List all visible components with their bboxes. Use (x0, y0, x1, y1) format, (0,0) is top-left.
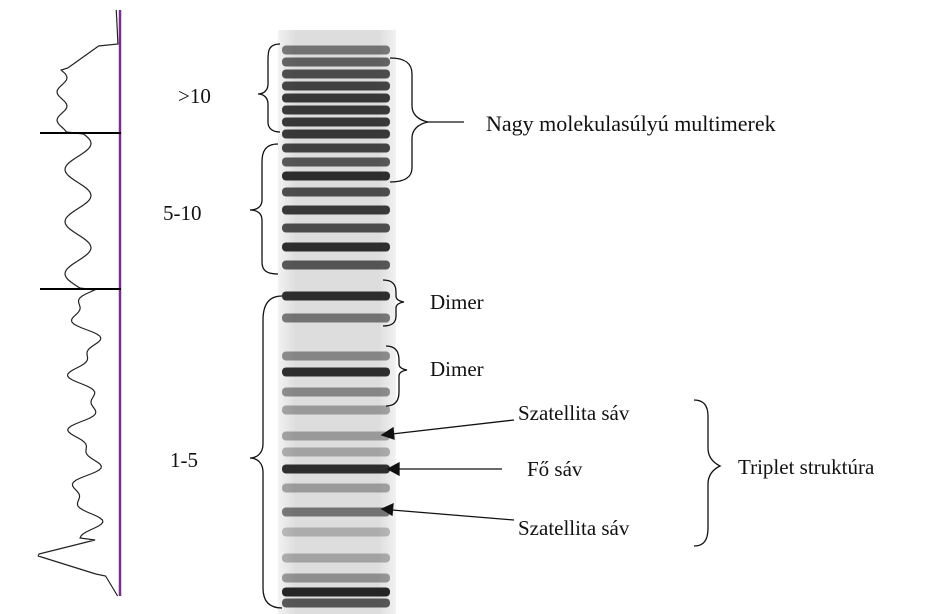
arrows (380, 419, 515, 521)
gel-band (282, 553, 390, 563)
bracket-triplet (693, 399, 722, 547)
label-5to10: 5-10 (163, 201, 202, 225)
gel-band (282, 69, 390, 79)
bracket-dimer-1 (382, 279, 405, 327)
gel-band (282, 587, 390, 597)
gel-band (282, 93, 390, 103)
gel-band (282, 223, 390, 233)
label-main-band: Fő sáv (527, 457, 583, 481)
label-dimer-1: Dimer (430, 290, 484, 314)
bracket-5to10 (249, 143, 279, 275)
label-gt10: >10 (178, 84, 211, 108)
gel-band (282, 45, 390, 55)
gel-band (282, 57, 390, 67)
gel-band (282, 405, 390, 415)
arrow-main-band-head (386, 461, 400, 477)
label-dimer-2: Dimer (430, 357, 484, 381)
gel-lane (278, 30, 396, 614)
arrow-satellite-bottom-head (380, 502, 394, 517)
profile-trace (37, 10, 119, 597)
gel-band (282, 367, 390, 377)
gel-band (282, 573, 390, 583)
gel-band (282, 205, 390, 215)
label-satellite-bottom: Szatellita sáv (518, 516, 630, 540)
label-triplet: Triplet struktúra (738, 455, 875, 479)
gel-band (282, 129, 390, 139)
label-1to5: 1-5 (170, 448, 198, 472)
gel-band (282, 157, 390, 167)
gel-band (282, 117, 390, 127)
gel-band (282, 387, 390, 397)
arrow-satellite-bottom-shaft (391, 509, 515, 521)
gel-band (282, 242, 390, 252)
bracket-dimer-2 (385, 345, 408, 407)
gel-band (282, 105, 390, 115)
gel-band (282, 187, 390, 197)
gel-band (282, 598, 390, 608)
gel-band (282, 507, 390, 517)
gel-band (282, 527, 390, 537)
gel-band (282, 447, 390, 457)
right-brackets (382, 57, 722, 547)
gel-band (282, 464, 390, 474)
gel-band (282, 260, 390, 270)
densitometry-profile (37, 10, 122, 597)
gel-band (282, 291, 390, 301)
arrow-satellite-top-head (380, 426, 395, 440)
left-brackets (249, 43, 283, 609)
gel-band (282, 143, 390, 153)
arrow-satellite-top-shaft (391, 419, 515, 435)
gel-band (282, 431, 390, 441)
label-satellite-top: Szatellita sáv (518, 401, 630, 425)
gel-band (282, 483, 390, 493)
label-multimers: Nagy molekulasúlyú multimerek (486, 111, 776, 136)
gel-band (282, 81, 390, 91)
gel-band (282, 171, 390, 181)
bracket-gt10 (257, 43, 281, 133)
bracket-1to5 (249, 295, 283, 609)
gel-band (282, 351, 390, 361)
gel-band (282, 313, 390, 323)
